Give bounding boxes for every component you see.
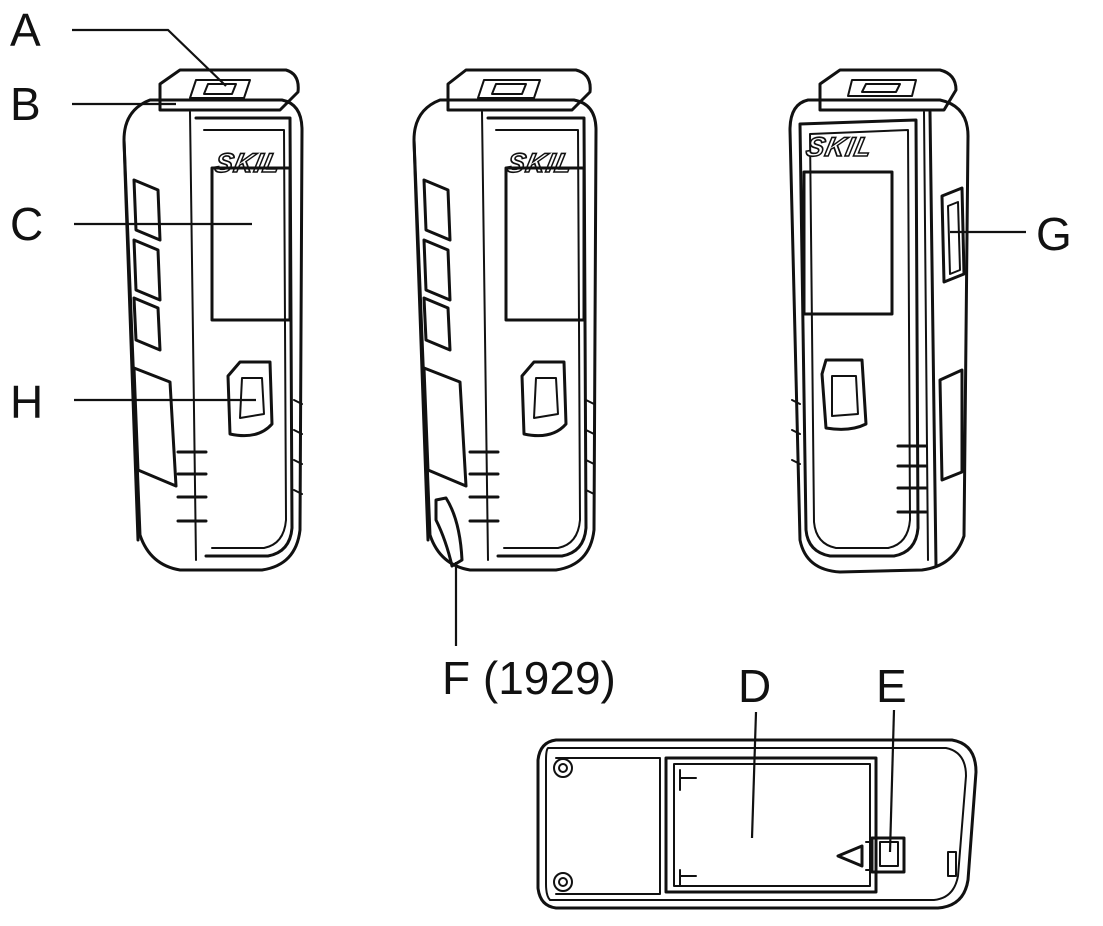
end-pin-f [434, 496, 464, 568]
callout-d: D [738, 660, 771, 712]
device-right-view: SKIL [788, 68, 970, 574]
callout-c: C [10, 198, 43, 250]
brand-logo-middle: SKIL [504, 147, 576, 178]
device-middle-view: SKIL [412, 68, 598, 572]
device-left-view: SKIL [122, 68, 304, 572]
side-port-g [940, 186, 966, 284]
brand-logo-left: SKIL [212, 147, 284, 178]
display-screen-left [210, 166, 292, 322]
leader-lines [72, 28, 1026, 853]
callout-b: B [10, 78, 41, 130]
battery-compartment-view [536, 738, 978, 910]
brand-logo-right: SKIL [804, 131, 876, 162]
callout-a: A [10, 4, 41, 56]
battery-compartment-d [664, 756, 878, 894]
callout-g: G [1036, 208, 1072, 260]
callout-f: F (1929) [442, 652, 616, 704]
callout-h: H [10, 376, 43, 428]
callout-e: E [876, 660, 907, 712]
display-screen-middle [504, 166, 586, 322]
callout-labels: A B C H G F (1929) D E [10, 4, 1072, 712]
display-screen-right [802, 170, 894, 316]
